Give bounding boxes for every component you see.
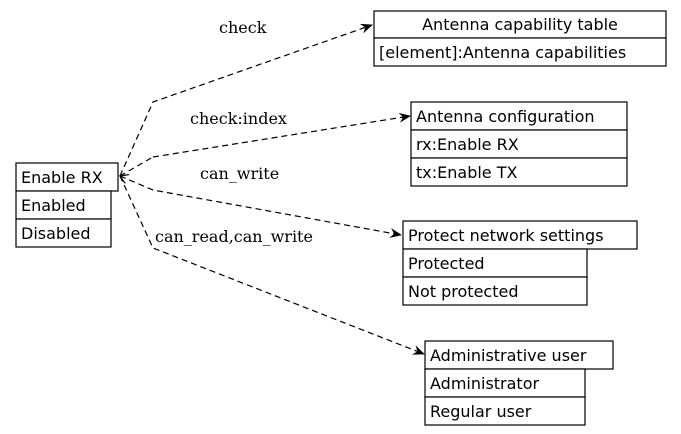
node-administrative-user-title: Administrative user [430,346,587,365]
node-enable-rx-row-disabled-text: Disabled [21,224,91,243]
node-antenna-configuration-header [410,101,628,131]
edges [119,23,425,355]
edge-label-can-read-can-write: can_read,can_write [155,227,313,246]
edge-label-can-write: can_write [200,164,279,183]
edge-check-index [152,112,411,158]
edge-can-read-can-write [119,175,425,355]
edge-label-check: check [219,18,267,37]
node-protect-network-settings-title: Protect network settings [408,226,604,245]
node-antenna-configuration-row-tx [410,157,628,187]
node-antenna-configuration-row-rx [410,129,628,159]
edge-label-check-index: check:index [190,109,287,128]
node-protect-network-settings-row-not-protected [402,276,588,306]
edge-labels: check check:index can_write can_read,can… [155,18,313,246]
node-antenna-configuration-row-tx-text: tx:Enable TX [416,163,517,182]
node-administrative-user-header [424,340,614,370]
node-administrative-user: Administrative user Administrator Regula… [424,340,614,426]
node-antenna-capability-table-row-text: [element]:Antenna capabilities [379,43,626,62]
node-enable-rx-header [15,162,119,192]
node-antenna-configuration: Antenna configuration rx:Enable RX tx:En… [410,101,628,187]
node-antenna-capability-table-header [373,10,667,39]
edge-check [119,23,373,177]
node-antenna-capability-table: Antenna capability table [element]:Anten… [373,10,667,67]
node-antenna-capability-table-row [373,37,667,67]
node-administrative-user-row-regular-user [424,396,586,426]
node-protect-network-settings-row-protected-text: Protected [408,254,485,273]
node-administrative-user-row-regular-user-text: Regular user [430,402,532,421]
node-enable-rx-row-enabled-text: Enabled [21,196,86,215]
node-antenna-configuration-row-rx-text: rx:Enable RX [416,135,519,154]
node-protect-network-settings-row-not-protected-text: Not protected [408,282,518,301]
node-enable-rx: Enable RX Enabled Disabled [15,162,119,248]
node-protect-network-settings-header [402,220,638,250]
node-administrative-user-row-administrator [424,368,586,398]
edge-check-index-tail [119,156,154,177]
node-enable-rx-row-disabled [15,218,112,248]
node-administrative-user-row-administrator-text: Administrator [430,374,539,393]
node-enable-rx-title: Enable RX [21,168,103,187]
edge-can-write [120,176,401,235]
node-antenna-configuration-title: Antenna configuration [416,107,595,126]
node-antenna-capability-table-title: Antenna capability table [422,15,618,34]
node-protect-network-settings: Protect network settings Protected Not p… [402,220,638,306]
